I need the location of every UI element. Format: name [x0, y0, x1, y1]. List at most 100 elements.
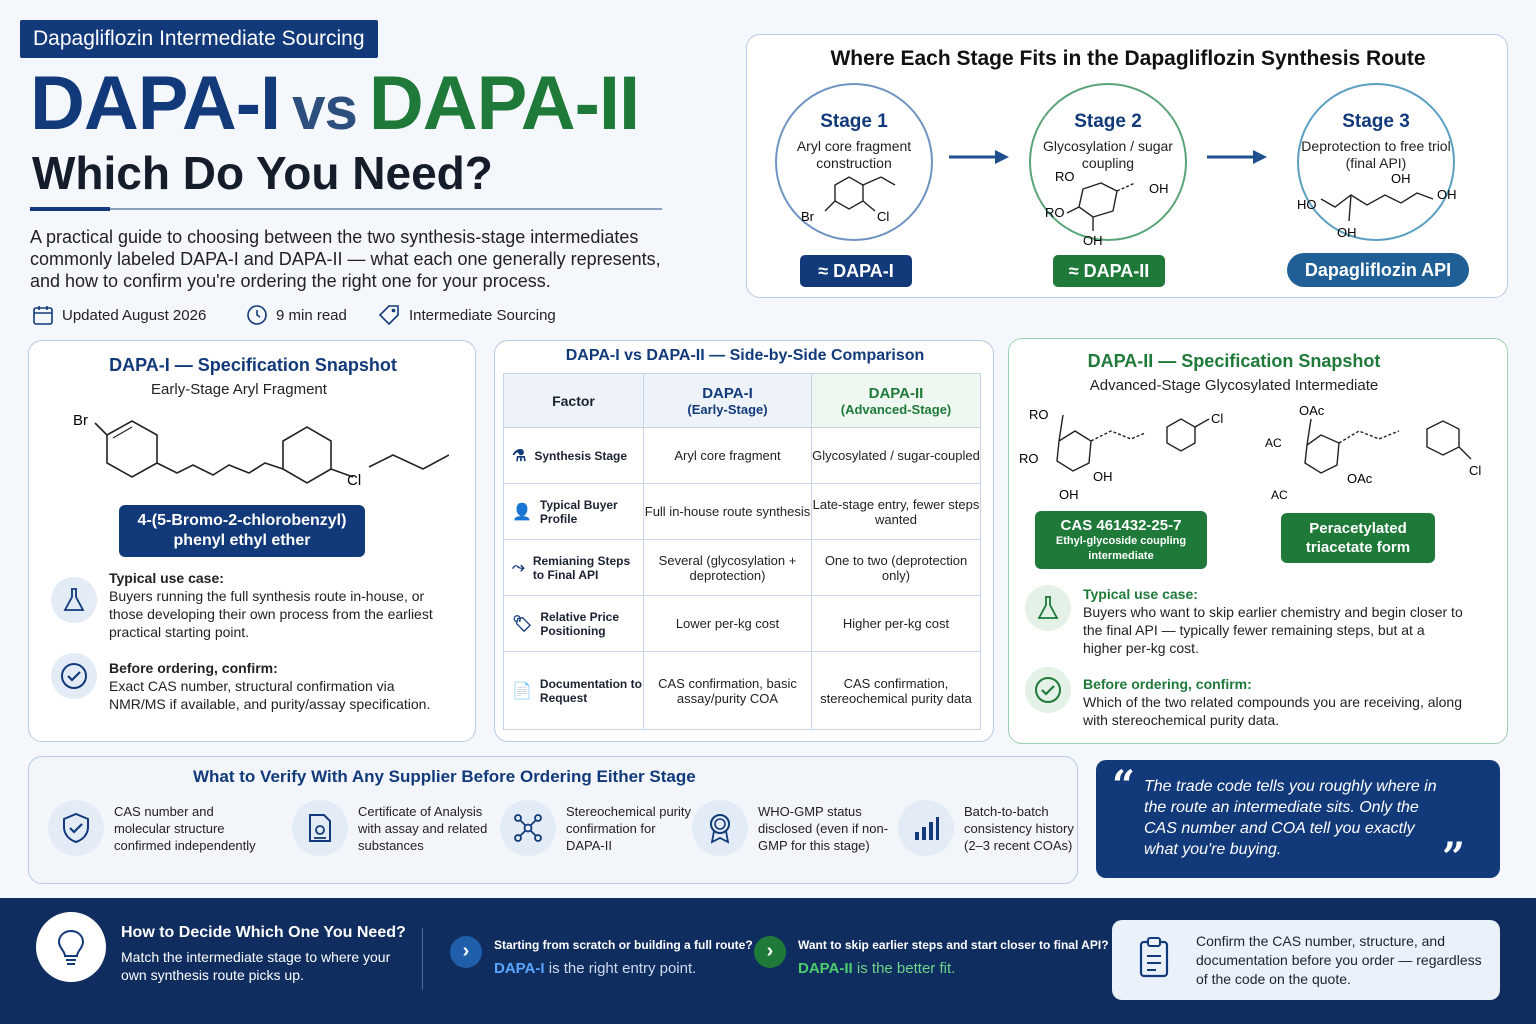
- dapa1-compound-name: 4-(5-Bromo-2-chlorobenzyl) phenyl ethyl …: [119, 505, 365, 557]
- dapa2-atom-oh2: OH: [1059, 487, 1079, 502]
- row-dapa2-cell: Glycosylated / sugar-coupled: [811, 427, 981, 484]
- dapa1-atom-cl: Cl: [347, 472, 361, 489]
- comparison-table-wrap: Factor DAPA-I(Early-Stage) DAPA-II(Advan…: [503, 373, 981, 730]
- molecule-icon: [500, 800, 556, 856]
- verify-item: Batch-to-batch consistency history (2–3 …: [898, 800, 1076, 856]
- header-factor: Factor: [503, 373, 644, 428]
- dapa1-use-title: Typical use case:: [109, 570, 224, 586]
- dapa2-atom-cl1: Cl: [1211, 411, 1223, 426]
- stage-2-circle: Stage 2 Glycosylation / sugar coupling: [1029, 83, 1187, 241]
- title-vs: vs: [292, 75, 358, 142]
- dapa2-spec-card: DAPA-II — Specification Snapshot Advance…: [1008, 338, 1508, 744]
- comparison-table: Factor DAPA-I(Early-Stage) DAPA-II(Advan…: [503, 373, 981, 730]
- row-dapa2-cell: CAS confirmation, stereochemical purity …: [811, 651, 981, 730]
- quote-box: “ The trade code tells you roughly where…: [1096, 760, 1500, 881]
- row-dapa1-cell: Full in-house route synthesis: [643, 483, 812, 540]
- footer-divider: [422, 928, 423, 990]
- stage-2-desc: Glycosylation / sugar coupling: [1043, 138, 1173, 171]
- clock-icon: [247, 305, 267, 325]
- dapa1-structure: Br Cl: [73, 412, 449, 489]
- dapa2-structure-right: OAc AC OAc AC Cl: [1265, 403, 1481, 502]
- close-quote-icon: ”: [1442, 834, 1466, 881]
- dapa2-atom-ac2: AC: [1271, 488, 1288, 502]
- stage-2-pill: ≈ DAPA-II: [1053, 255, 1165, 287]
- check-circle-icon: [1025, 667, 1071, 713]
- header-dapa2: DAPA-II(Advanced-Stage): [811, 373, 981, 428]
- price-tag-icon: 🏷: [512, 615, 533, 633]
- row-dapa2-cell: One to two (deprotection only): [811, 539, 981, 596]
- decision-footer: How to Decide Which One You Need? Match …: [0, 898, 1536, 1024]
- dapa2-cas-pill: CAS 461432-25-7 Ethyl-glycoside coupling…: [1035, 511, 1207, 569]
- header-dapa1-label: DAPA-I: [702, 384, 753, 402]
- chevron-right-icon: ›: [754, 936, 786, 968]
- route-title: Where Each Stage Fits in the Dapaglifloz…: [830, 47, 1426, 70]
- open-quote-icon: “: [1112, 762, 1136, 809]
- stage-3-pill: Dapagliflozin API: [1287, 253, 1469, 287]
- dapa1-subtitle: Early-Stage Aryl Fragment: [151, 381, 327, 398]
- stage-3-structure: HO OH OH OH: [1297, 171, 1457, 240]
- lightbulb-icon: [36, 912, 106, 982]
- dapa2-atom-ac1: AC: [1265, 436, 1282, 450]
- dapa2-atom-cl2: Cl: [1469, 463, 1481, 478]
- stage-2-atom-oh2: OH: [1149, 181, 1169, 196]
- dapa2-use-case: Typical use case: Buyers who want to ski…: [1083, 585, 1463, 657]
- factor-label: Typical Buyer Profile: [539, 497, 618, 526]
- dapa2-title: DAPA-II — Specification Snapshot: [1087, 351, 1381, 371]
- row-factor: ⤳Remianing Steps to Final API: [503, 539, 644, 596]
- row-dapa1-cell: Several (glycosylation + deprotection): [643, 539, 812, 596]
- title-divider: [30, 207, 662, 211]
- dapa1-confirm-text: Exact CAS number, structural confirmatio…: [109, 678, 431, 712]
- table-row: 📄Documentation to Request CAS confirmati…: [503, 651, 981, 730]
- page-subtitle: Which Do You Need?: [32, 147, 493, 199]
- footer-note-box: Confirm the CAS number, structure, and d…: [1112, 920, 1500, 1000]
- dapa1-title: DAPA-I — Specification Snapshot: [109, 355, 397, 375]
- row-factor: 📄Documentation to Request: [503, 651, 644, 730]
- comparison-title: DAPA-I vs DAPA-II — Side-by-Side Compari…: [565, 347, 925, 364]
- quote-text: The trade code tells you roughly where i…: [1144, 778, 1437, 858]
- badge-icon: [692, 800, 748, 856]
- factor-label: Synthesis Stage: [534, 448, 628, 463]
- chevron-right-icon: ›: [450, 936, 482, 968]
- dapa2-confirm-title: Before ordering, confirm:: [1083, 676, 1252, 692]
- stage-2-title: Stage 2: [1074, 111, 1142, 132]
- clipboard-icon: [1139, 937, 1169, 978]
- title-dapa1: DAPA-I: [30, 61, 281, 146]
- meta-readtime: 9 min read: [246, 304, 347, 326]
- shield-check-icon: [48, 800, 104, 856]
- option1-question: Starting from scratch or building a full…: [494, 938, 753, 952]
- user-icon: 👤: [512, 503, 532, 521]
- category-tag: Dapagliflozin Intermediate Sourcing: [20, 20, 378, 58]
- dapa2-atom-ro1: RO: [1029, 407, 1049, 422]
- stage-2-atom-ro2: RO: [1045, 205, 1065, 220]
- table-row: ⤳Remianing Steps to Final API Several (g…: [503, 539, 981, 596]
- row-dapa1-cell: Aryl core fragment: [643, 427, 812, 484]
- footer-title: How to Decide Which One You Need?: [121, 924, 406, 941]
- stage-3-desc: Deprotection to free triol (final API): [1301, 138, 1451, 171]
- option2-text: is the better fit.: [856, 960, 956, 977]
- bar-chart-icon: [898, 800, 954, 856]
- stage-3-atom-oh1: OH: [1391, 171, 1411, 186]
- stage-1-structure: Br Cl: [801, 176, 896, 224]
- row-dapa2-cell: Late-stage entry, fewer steps wanted: [811, 483, 981, 540]
- flask-icon: [1025, 585, 1071, 631]
- row-factor: 👤 Typical Buyer Profile: [503, 483, 644, 540]
- stage-1-circle: Stage 1 Aryl core fragment construction: [775, 83, 933, 241]
- header-dapa1: DAPA-I(Early-Stage): [643, 373, 812, 428]
- flask-icon: [51, 577, 97, 623]
- verify-item-text: CAS number and molecular structure confi…: [114, 803, 256, 853]
- dapa2-atom-ro2: RO: [1019, 451, 1039, 466]
- dapa1-spec-card: DAPA-I — Specification Snapshot Early-St…: [28, 340, 476, 742]
- dapa2-atom-oac2: OAc: [1347, 471, 1373, 486]
- row-dapa1-cell: Lower per-kg cost: [643, 595, 812, 652]
- table-row: 🏷Relative Price Positioning Lower per-kg…: [503, 595, 981, 652]
- footer-note-text: Confirm the CAS number, structure, and d…: [1196, 933, 1482, 987]
- certificate-icon: [292, 800, 348, 856]
- dapa2-confirm-text: Which of the two related compounds you a…: [1083, 694, 1462, 728]
- table-row: ⚗Synthesis Stage Aryl core fragment Glyc…: [503, 427, 981, 484]
- dapa2-structure-left: RO RO OH OH Cl: [1019, 407, 1223, 502]
- verify-item: CAS number and molecular structure confi…: [48, 800, 264, 856]
- stage-2-structure: RO RO OH OH: [1045, 169, 1169, 248]
- check-circle-icon: [51, 653, 97, 699]
- meta-updated: Updated August 2026: [32, 304, 206, 326]
- intro-text: A practical guide to choosing between th…: [30, 227, 661, 291]
